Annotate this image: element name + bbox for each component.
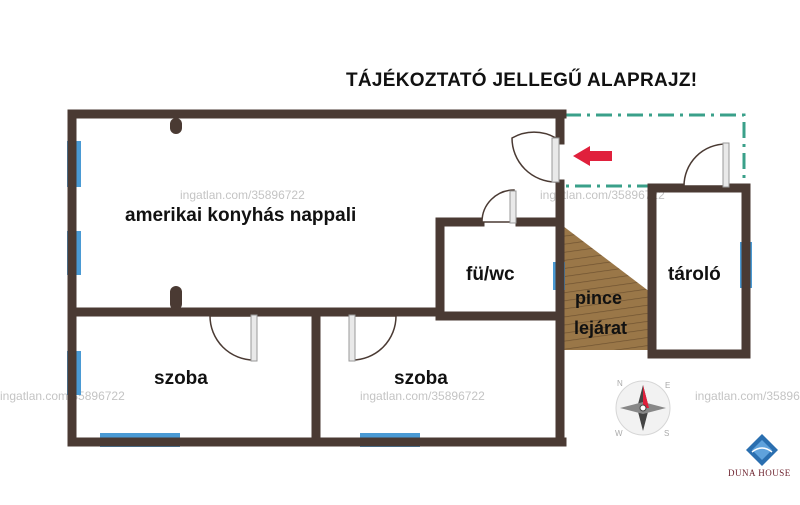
watermark-right: ingatlan.com/35896722: [695, 389, 800, 403]
label-basement-line1: pince: [575, 288, 622, 308]
entrance-arrow-icon: [573, 146, 612, 166]
door-bathroom: [481, 189, 515, 223]
door-storage: [683, 143, 727, 187]
label-bedroom-left: szoba: [154, 368, 208, 389]
label-bathroom: fü/wc: [466, 264, 515, 285]
basement-stairs: [563, 226, 650, 350]
watermark-top-right: ingatlan.com/35896722: [540, 188, 665, 202]
door-bedroom-left: [209, 315, 255, 361]
label-storage: tároló: [668, 264, 721, 285]
plan-title: TÁJÉKOZTATÓ JELLEGŰ ALAPRAJZ!: [346, 69, 697, 91]
watermark-top-center: ingatlan.com/35896722: [180, 188, 305, 202]
door-entrance: [511, 131, 557, 183]
label-basement-line2: lejárat: [574, 318, 627, 338]
duna-house-logo: DUNA HOUSE: [728, 434, 791, 478]
brand-name: DUNA HOUSE: [728, 468, 791, 478]
watermarks: ingatlan.com/35896722 ingatlan.com/35896…: [0, 188, 800, 403]
compass-icon: N E S W: [615, 379, 671, 438]
compass-n: N: [617, 379, 623, 388]
label-living-room: amerikai konyhás nappali: [125, 205, 356, 226]
compass-w: W: [615, 429, 623, 438]
watermark-middle: ingatlan.com/35896722: [360, 389, 485, 403]
compass-e: E: [665, 381, 670, 390]
door-bedroom-right: [351, 315, 397, 361]
watermark-left: ingatlan.com/35896722: [0, 389, 125, 403]
label-bedroom-right: szoba: [394, 368, 448, 389]
walls: [67, 109, 751, 447]
doors: [209, 131, 730, 362]
compass-s: S: [664, 429, 669, 438]
wall-stubs: [170, 118, 182, 310]
